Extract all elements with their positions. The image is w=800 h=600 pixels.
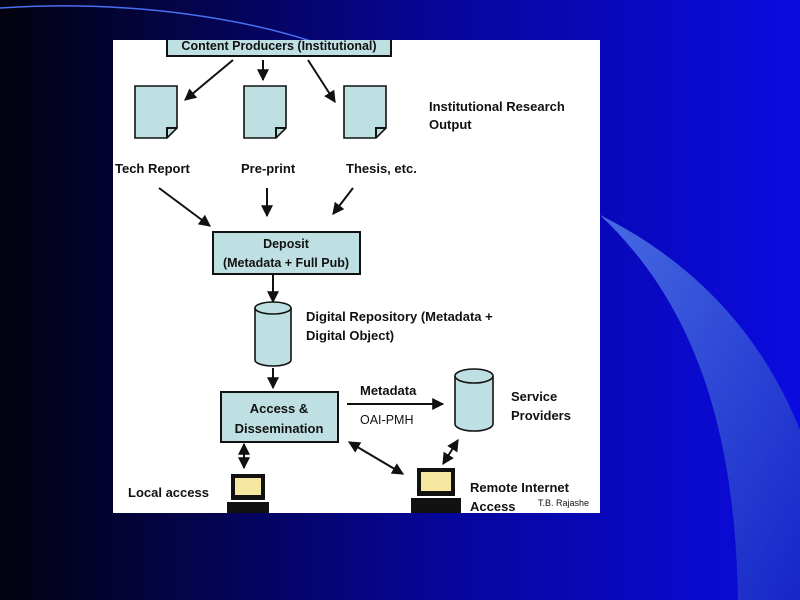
service-providers-cylinder-icon: [454, 368, 494, 432]
tech-report-label: Tech Report: [115, 161, 191, 176]
access-label-line1: Access &: [250, 401, 309, 416]
service-providers-line1: Service: [511, 389, 557, 404]
oai-pmh-label: OAI-PMH: [360, 413, 413, 427]
deposit-box: Deposit (Metadata + Full Pub): [212, 231, 361, 275]
research-output-line2: Output: [429, 117, 472, 132]
credit-text: T.B. Rajashe: [538, 498, 589, 508]
thesis-document-icon: [343, 85, 387, 139]
preprint-label: Pre-print: [241, 161, 296, 176]
local-access-label: Local access: [128, 485, 209, 500]
metadata-label: Metadata: [360, 383, 417, 398]
deposit-sublabel: (Metadata + Full Pub): [223, 256, 349, 270]
remote-computer-icon: [411, 468, 461, 513]
preprint-document-icon: [243, 85, 287, 139]
local-computer-icon: [227, 474, 269, 513]
thesis-label: Thesis, etc.: [346, 161, 417, 176]
digital-repository-cylinder-icon: [254, 301, 292, 367]
content-producers-label: Content Producers (Institutional): [181, 40, 376, 53]
research-output-line1: Institutional Research: [429, 99, 565, 114]
content-producers-box: Content Producers (Institutional): [166, 40, 392, 57]
decorative-swoosh: [600, 215, 800, 600]
repository-label-line1: Digital Repository (Metadata +: [306, 309, 493, 324]
service-providers-line2: Providers: [511, 408, 571, 423]
access-dissemination-box: Access & Dissemination: [220, 391, 339, 443]
repository-label-line2: Digital Object): [306, 328, 394, 343]
repository-workflow-diagram: Content Producers (Institutional) Instit…: [113, 40, 600, 513]
remote-access-line2: Access: [470, 499, 516, 513]
deposit-label: Deposit: [263, 237, 310, 251]
tech-report-document-icon: [134, 85, 178, 139]
remote-access-line1: Remote Internet: [470, 480, 570, 495]
access-label-line2: Dissemination: [235, 421, 324, 436]
